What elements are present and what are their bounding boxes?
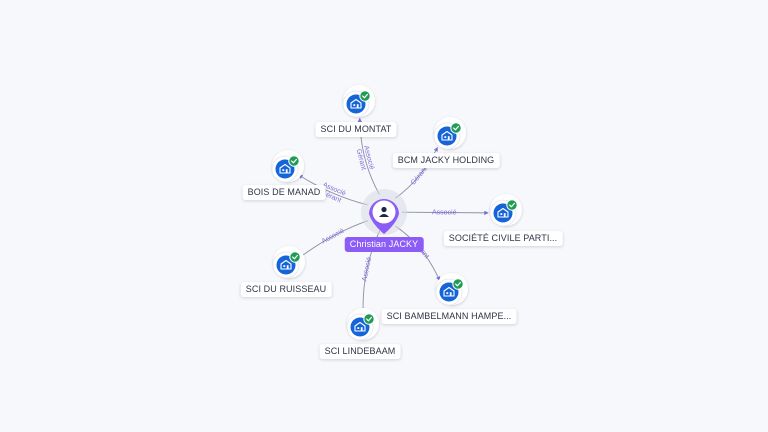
edge-label-sci-du-ruisseau: Associé [321,228,346,246]
node-label-bcm-jacky-holding[interactable]: BCM JACKY HOLDING [392,153,500,168]
center-person-node[interactable] [361,189,407,235]
edge-societe-civile-parti [401,210,489,216]
node-label-sci-lindebaam[interactable]: SCI LINDEBAAM [319,344,401,359]
verified-check-icon [506,199,518,211]
edge-bois-de-manad [298,174,368,206]
building-icon [350,98,362,109]
node-label-societe-civile-parti[interactable]: SOCIÉTÉ CIVILE PARTI... [443,231,563,246]
building-icon [443,286,455,297]
verified-check-icon [450,122,462,134]
node-bois-de-manad[interactable] [271,150,304,183]
node-sci-bambelmann-hampe[interactable] [435,273,468,306]
verified-check-icon [452,278,464,290]
building-icon [280,259,292,270]
node-bcm-jacky-holding[interactable] [433,117,466,150]
edge-sci-du-ruisseau [298,220,369,259]
building-icon [279,163,291,174]
node-label-sci-bambelmann-hampe[interactable]: SCI BAMBELMANN HAMPE... [381,309,517,324]
verified-check-icon [359,90,371,102]
building-icon [441,130,453,141]
building-icon [497,207,509,218]
node-sci-lindebaam[interactable] [346,308,379,341]
node-sci-du-ruisseau[interactable] [272,246,305,279]
verified-check-icon [363,313,375,325]
verified-check-icon [289,251,301,263]
person-icon [379,206,389,217]
node-label-sci-du-montat[interactable]: SCI DU MONTAT [315,122,397,137]
building-icon [354,321,366,332]
verified-check-icon [288,155,300,167]
edge-label-societe-civile-parti: Associé [432,209,457,216]
node-sci-du-montat[interactable] [342,85,375,118]
node-label-bois-de-manad[interactable]: BOIS DE MANAD [242,185,326,200]
node-label-sci-du-ruisseau[interactable]: SCI DU RUISSEAU [240,282,332,297]
node-societe-civile-parti[interactable] [489,194,522,227]
edge-sci-bambelmann-hampe [395,225,441,282]
edge-label-sci-lindebaam: Associé [361,256,373,282]
edge-label-bcm-jacky-holding: Gérant [410,166,429,187]
center-person-label[interactable]: Christian JACKY [344,237,424,252]
